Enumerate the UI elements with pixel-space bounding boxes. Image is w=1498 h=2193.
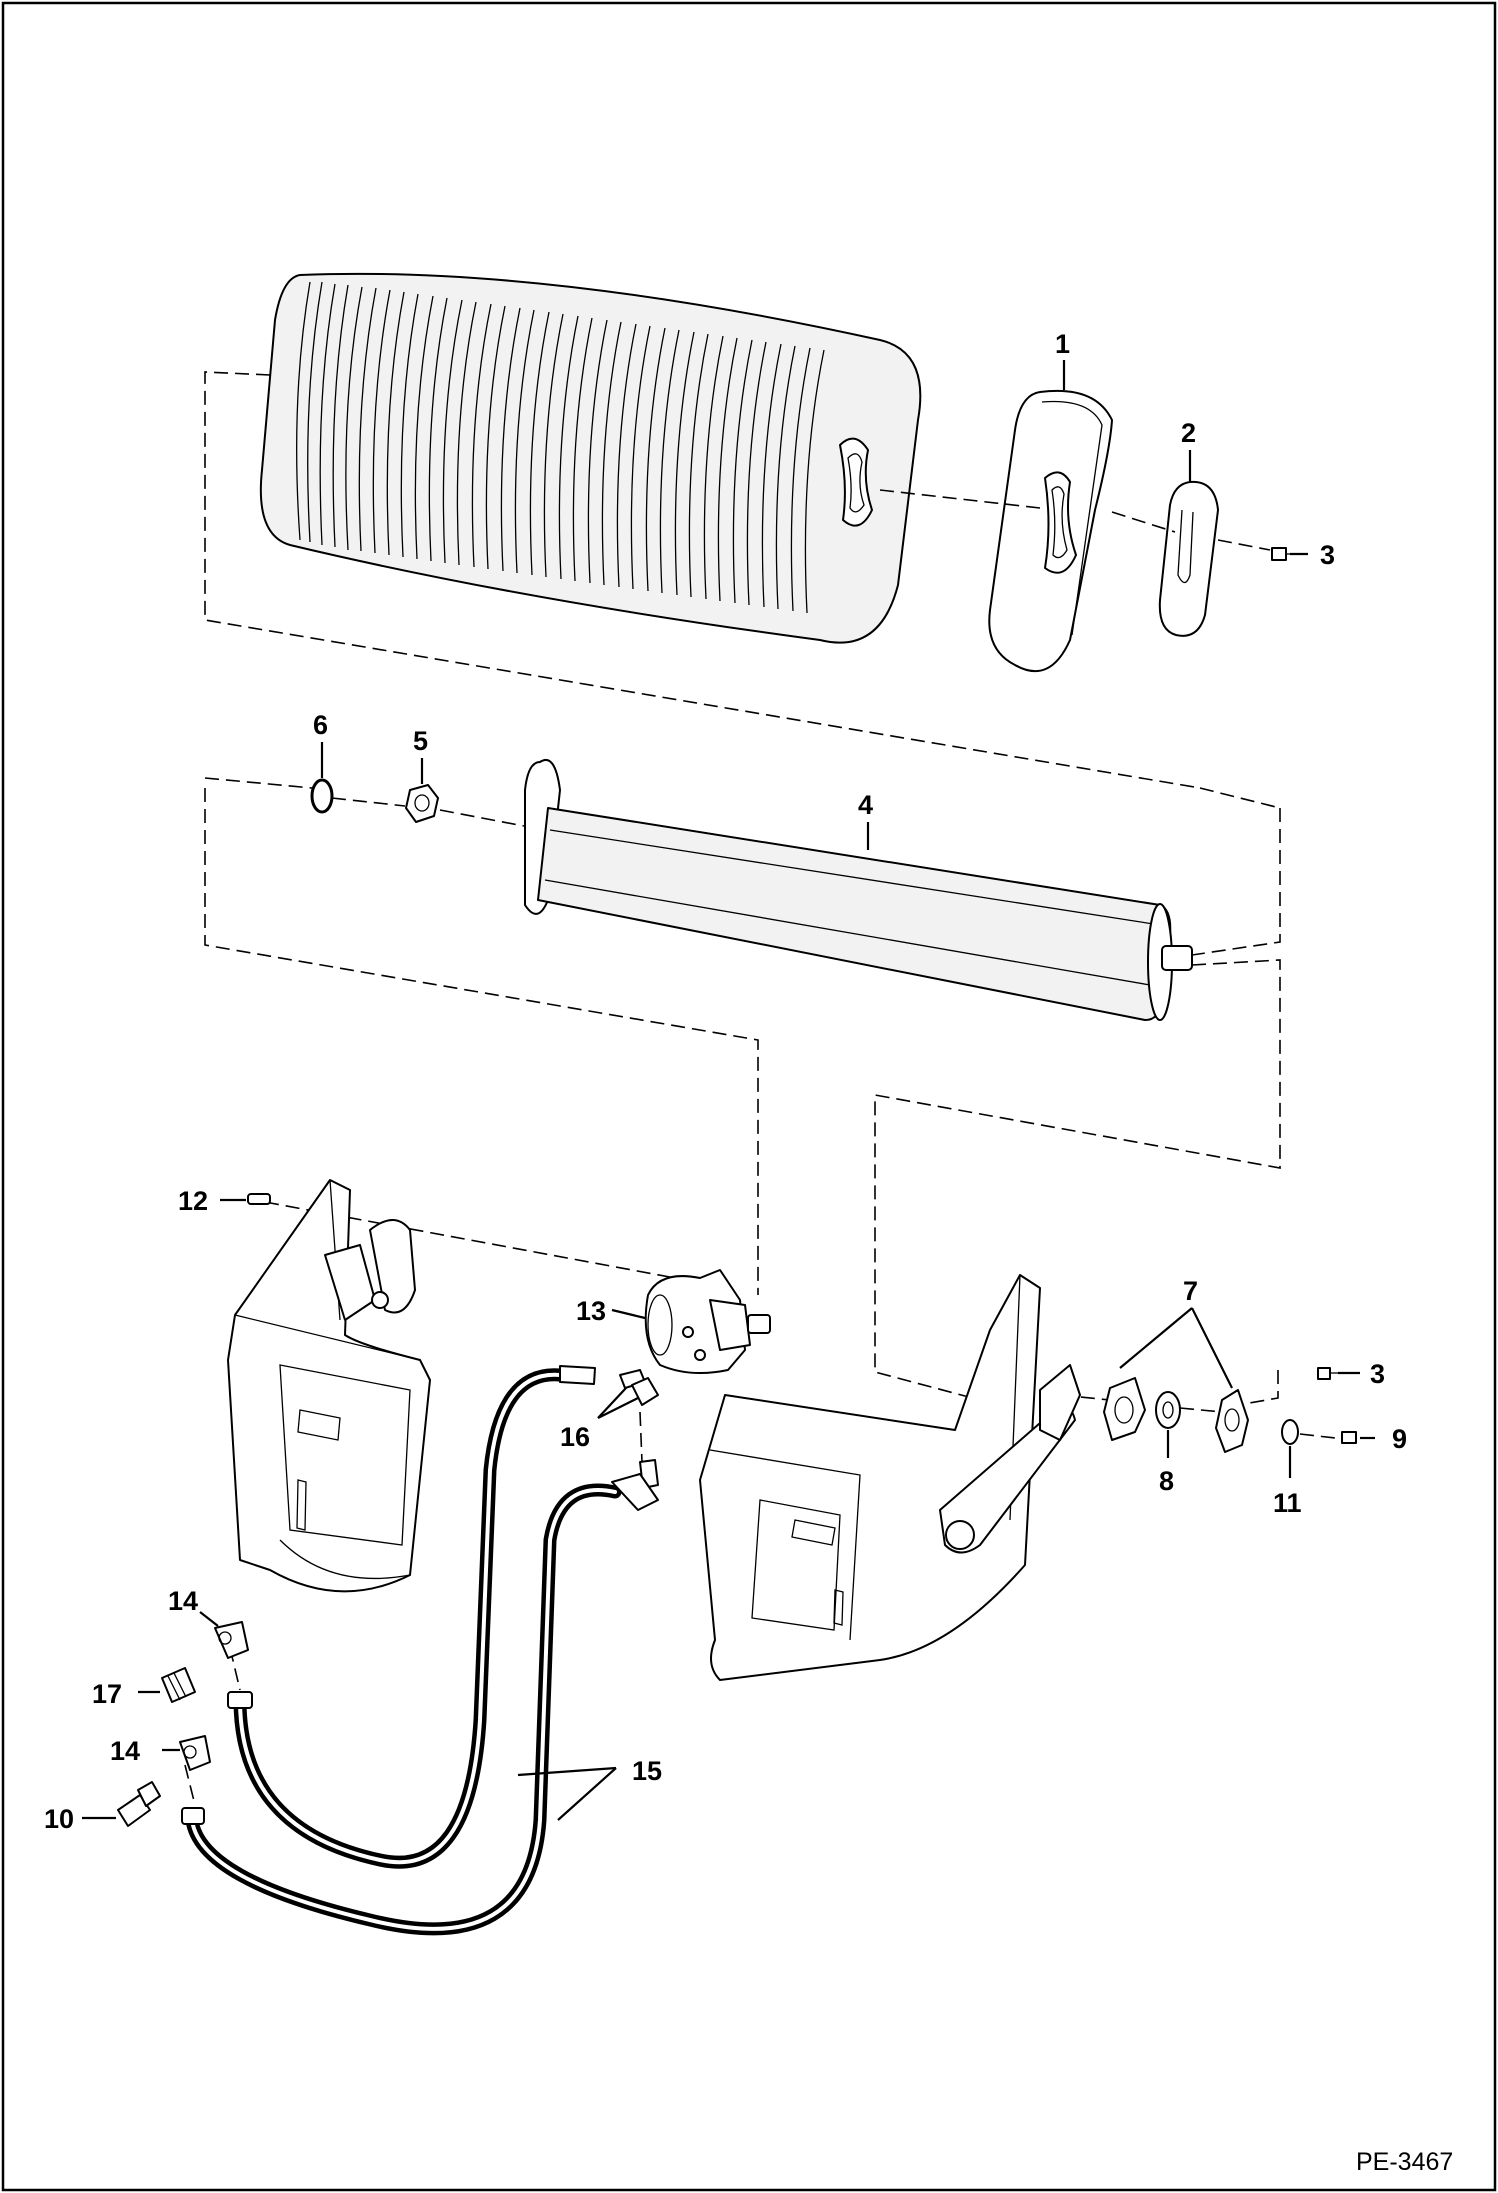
- callout-3-top: 3: [1320, 540, 1335, 570]
- callout-4: 4: [858, 790, 873, 820]
- callout-5: 5: [413, 726, 428, 756]
- brush-end-disc: [988, 389, 1113, 673]
- retaining-plate: [1158, 480, 1219, 637]
- callout-9: 9: [1392, 1424, 1407, 1454]
- o-ring: [310, 778, 334, 814]
- elbow-fitting-lower: [179, 1735, 211, 1771]
- bearing: [1155, 1391, 1181, 1429]
- hex-nut: [405, 784, 439, 823]
- leader-lines: [82, 360, 1375, 1821]
- callout-13: 13: [576, 1296, 606, 1326]
- callout-12: 12: [178, 1186, 208, 1216]
- callout-3-right: 3: [1370, 1359, 1385, 1389]
- callout-16: 16: [560, 1422, 590, 1452]
- callout-15: 15: [632, 1756, 662, 1786]
- bolt-small: [1341, 1431, 1357, 1444]
- callout-1: 1: [1055, 329, 1070, 359]
- callout-14-lower: 14: [110, 1736, 140, 1766]
- drum-end-hub: [839, 437, 873, 527]
- right-mount-bracket: [699, 1274, 1081, 1681]
- elbow-fitting-upper: [214, 1621, 249, 1659]
- figure-code: PE-3467: [1356, 2148, 1453, 2176]
- drum-core-shaft: [524, 759, 1193, 1021]
- callout-numbers: 1 2 3 4 5 6 7 8 3 9 11 12 13 16 14 17 14…: [44, 329, 1407, 1834]
- roller-brush-drum: [259, 272, 922, 644]
- callout-2: 2: [1181, 418, 1196, 448]
- adapter-fitting: [161, 1667, 196, 1703]
- hydraulic-hoses: [181, 1365, 659, 1936]
- callout-6: 6: [313, 710, 328, 740]
- callout-14-upper: 14: [168, 1586, 198, 1616]
- bearing-flange-left: [1103, 1377, 1146, 1441]
- callout-11: 11: [1273, 1488, 1302, 1518]
- callout-7: 7: [1183, 1276, 1198, 1306]
- callout-10: 10: [44, 1804, 74, 1834]
- brush-segment-ridges: [296, 281, 825, 614]
- coupler-fitting: [117, 1781, 161, 1827]
- assembly-guide-lines: [184, 371, 1336, 1806]
- pin: [247, 1193, 271, 1205]
- bearing-flange-right: [1215, 1389, 1249, 1453]
- callout-8: 8: [1159, 1466, 1174, 1496]
- left-mount-bracket: [227, 1179, 431, 1593]
- hydraulic-motor: [644, 1269, 771, 1374]
- hose-fittings: [619, 1369, 659, 1489]
- callout-17: 17: [92, 1679, 122, 1709]
- washer: [1281, 1419, 1299, 1445]
